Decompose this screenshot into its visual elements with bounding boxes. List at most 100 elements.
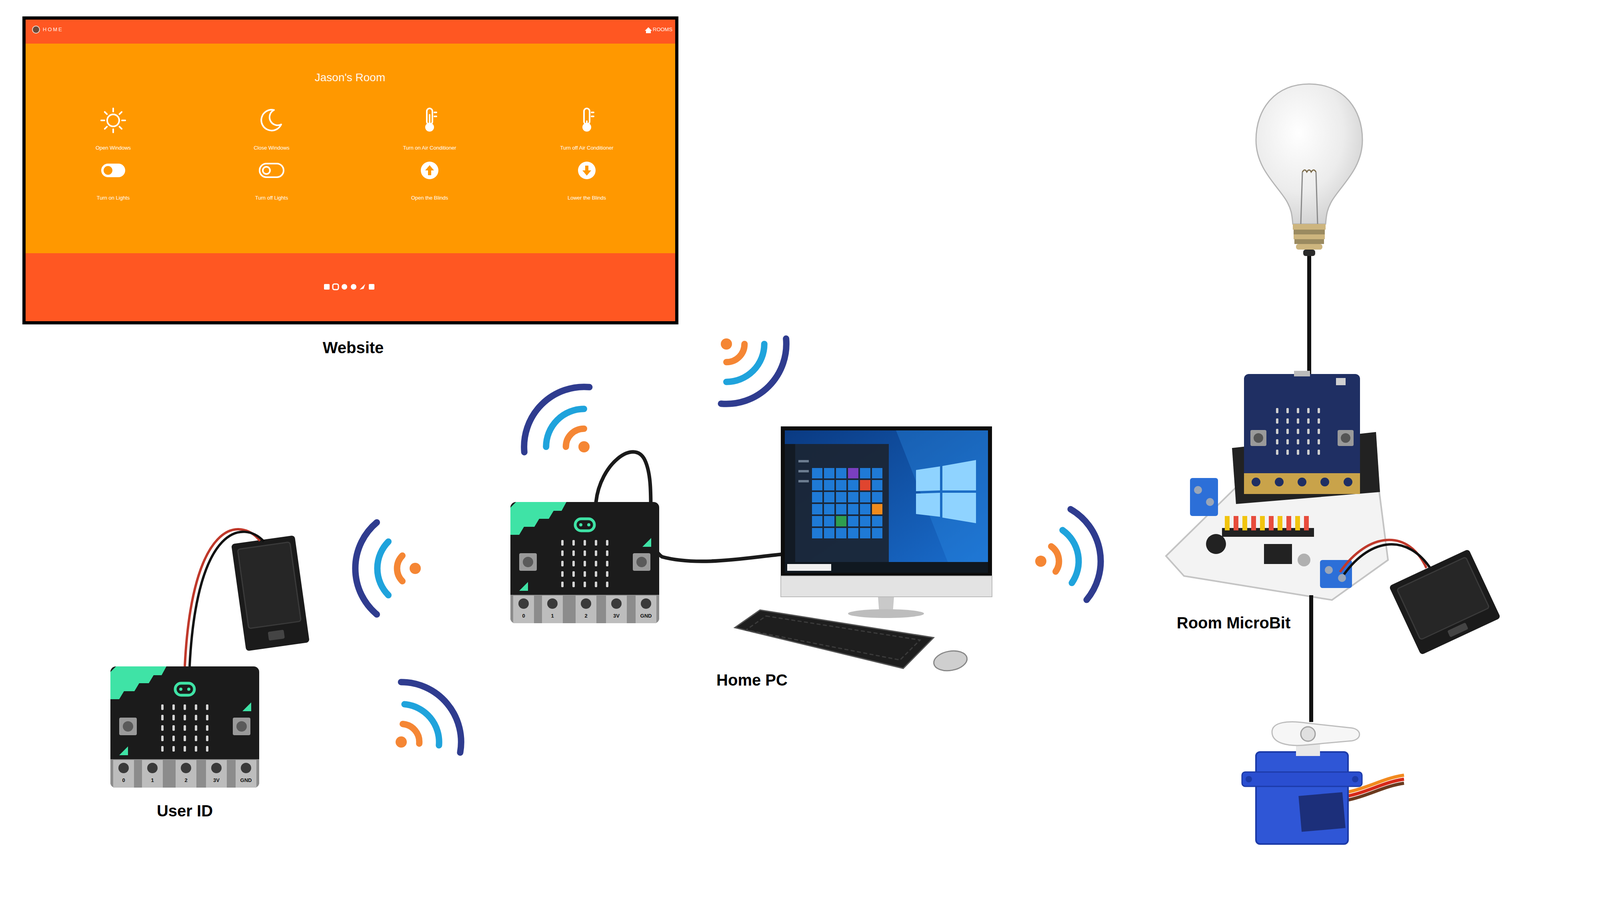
- servo-motor-part: [1298, 792, 1346, 832]
- desktop-computer-part: [798, 470, 809, 473]
- expansion-board-part: [1206, 534, 1226, 554]
- wireless-symbol-part: [509, 372, 590, 453]
- nav-link: ROOMS: [652, 26, 673, 33]
- pin-label: 0: [522, 613, 525, 620]
- social-icons-part: [332, 284, 339, 290]
- desktop-computer-part: [780, 426, 992, 576]
- header-pins-part: [1242, 516, 1248, 531]
- wireless-symbol: [367, 668, 477, 781]
- desktop-computer-part: [798, 460, 809, 463]
- home-microbit: [510, 502, 660, 624]
- node-caption: Website: [322, 338, 384, 357]
- desktop-computer-part: [812, 468, 884, 540]
- wireless-symbol-part: [355, 522, 377, 615]
- windows-logo-part: [916, 466, 940, 492]
- wireless-symbol-part: [409, 562, 421, 574]
- arrow-down-icon-part: [578, 161, 596, 180]
- desktop-computer-part: [848, 609, 924, 618]
- node-caption: Room MicroBit: [1176, 613, 1291, 632]
- thermometer-icon-part: [591, 115, 594, 118]
- servo-motor: [1242, 721, 1404, 844]
- servo-motor-part: [1272, 721, 1360, 746]
- room-microbit: Room MicroBit: [1163, 367, 1388, 598]
- wire: [1307, 256, 1312, 374]
- button-label: Turn on Air Conditioner: [402, 145, 456, 152]
- header-pins: [1224, 516, 1309, 531]
- thermometer-icon-part: [586, 121, 588, 125]
- website-screenshot-part: [25, 43, 676, 254]
- wireless-symbol-part: [726, 344, 749, 366]
- light-bulb-part: [1293, 234, 1325, 240]
- button-label: Lower the Blinds: [567, 195, 606, 202]
- servo-motor-part: [1242, 772, 1362, 787]
- expansion-board-part: [1324, 566, 1333, 574]
- desktop-computer-part: [784, 444, 889, 562]
- website-frame: Website: [22, 16, 679, 325]
- windows-logo-part: [916, 492, 940, 517]
- battery-pack: [1388, 548, 1501, 655]
- arrow-down-icon: [578, 161, 596, 180]
- servo-motor-part: [1352, 776, 1359, 783]
- thermometer-icon-part: [591, 111, 594, 114]
- room-microbit-board-part: [1244, 473, 1360, 494]
- room-microbit-board-part: [1276, 408, 1328, 460]
- sun-icon-part: [119, 126, 122, 130]
- toggle-off-icon-part: [259, 163, 284, 178]
- nav-link: HOME: [42, 26, 64, 33]
- sun-icon-part: [101, 119, 105, 122]
- expansion-board-part: [1194, 486, 1202, 494]
- pin-label: 2: [584, 613, 588, 620]
- expansion-board-part: [1206, 498, 1214, 506]
- toggle-on-icon: [101, 163, 126, 178]
- website-screenshot-part: [32, 26, 40, 34]
- desktop-computer-part: [896, 430, 988, 573]
- expansion-board-part: [1264, 544, 1292, 564]
- header-pins-part: [1286, 516, 1292, 531]
- button-label: Turn on Lights: [96, 195, 130, 202]
- battery-pack-part: [1388, 548, 1501, 655]
- desktop-computer-part: [784, 430, 988, 573]
- windows-logo: [916, 460, 976, 524]
- desktop-computer-part: [798, 480, 809, 483]
- wireless-symbol-part: [377, 541, 389, 596]
- servo-motor-part: [1256, 752, 1348, 844]
- toggle-on-icon-part: [103, 166, 113, 175]
- pin-label: 1: [550, 613, 554, 620]
- servo-motor-part: [1245, 776, 1252, 783]
- desktop-computer-part: [780, 576, 992, 597]
- wireless-symbol-part: [1062, 528, 1083, 584]
- button-label: Open Windows: [95, 145, 131, 152]
- wireless-symbol-part: [401, 668, 477, 753]
- room-microbit-board-part: [1320, 477, 1330, 487]
- thermometer-icon: [583, 108, 594, 131]
- light-bulb: [1256, 84, 1363, 256]
- wireless-symbol-part: [393, 734, 409, 750]
- thermometer-icon-part: [434, 111, 437, 114]
- pin-label: 2: [184, 777, 188, 784]
- header-pins-part: [1295, 516, 1300, 531]
- desktop-computer-part: [860, 480, 871, 491]
- wireless-symbol: [509, 372, 621, 484]
- header-pins-part: [1224, 516, 1230, 531]
- room-microbit-board-part: [1250, 430, 1267, 446]
- arrow-down-icon-part: [582, 165, 592, 176]
- wireless-symbol-part: [1070, 505, 1108, 600]
- wireless-symbol-part: [721, 338, 802, 420]
- wireless-symbol-part: [726, 344, 772, 390]
- website-screenshot: [25, 19, 676, 322]
- toggle-on-icon-part: [101, 163, 126, 178]
- light-bulb-part: [1293, 229, 1325, 235]
- toggle-off-icon: [259, 163, 284, 178]
- moon-icon: [261, 109, 282, 131]
- pin-label: 3V: [613, 613, 620, 620]
- sun-icon-part: [122, 119, 126, 122]
- thermometer-icon-part: [584, 108, 590, 125]
- battery-pack-part: [1447, 622, 1469, 638]
- desktop-computer-part: [848, 468, 859, 479]
- user-id-microbit: [110, 666, 260, 788]
- header-pins-part: [1304, 516, 1309, 531]
- room-microbit-board-part: [1244, 374, 1360, 494]
- room-microbit-board-part: [1253, 433, 1264, 443]
- light-bulb-part: [1294, 239, 1324, 244]
- room-microbit-board-part: [1294, 370, 1310, 377]
